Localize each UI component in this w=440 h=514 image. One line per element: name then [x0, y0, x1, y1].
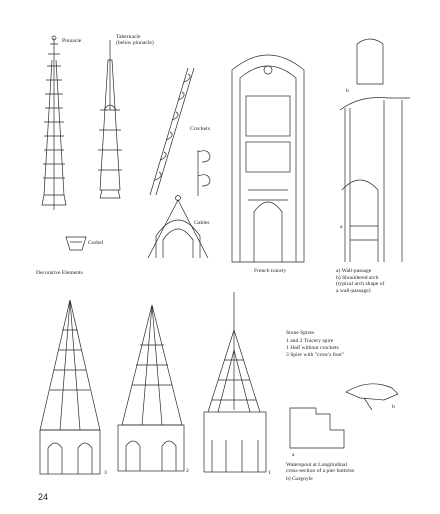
corbel-drawing	[65, 236, 87, 251]
label-small-b: b	[346, 88, 349, 94]
label-pinnacle: Pinnacle	[62, 38, 82, 44]
label-spire-num-1: 1	[268, 470, 271, 476]
label-waterspout: Waterspout at Longitudinal cross-section…	[286, 462, 355, 475]
label-crockets: Crockets	[190, 126, 210, 132]
page-number: 24	[38, 492, 49, 502]
label-wg-b: b	[392, 404, 395, 410]
crockets-drawing	[149, 67, 195, 196]
label-wg-a: a	[292, 452, 295, 458]
spire-crows-foot	[203, 292, 267, 473]
label-stone-spires-3: 3 Spire with "crow's foot"	[286, 352, 345, 358]
french-tracery-drawing	[231, 54, 305, 263]
label-stone-spires-1: 1 and 2 Tracery spire	[286, 338, 334, 344]
label-wall-passage: a) Wall-passage	[336, 268, 372, 274]
gable-drawing	[147, 195, 209, 259]
label-stone-spires-title: Stone Spires	[286, 330, 315, 336]
label-gables: Gables	[194, 220, 210, 226]
label-gargoyle: b) Gargoyle	[286, 476, 313, 482]
spire-tracery-left	[39, 299, 101, 475]
pinnacle-drawing	[41, 35, 67, 210]
tabernacle-drawing	[98, 40, 122, 199]
label-stone-spires-2: 1 Half without crockets	[286, 345, 339, 351]
label-decorative-elements: Decorative Elements	[36, 270, 83, 276]
spire-tracery-middle	[117, 304, 185, 472]
waterspout-drawing	[289, 383, 399, 449]
label-shouldered-arch: b) Shouldered arch (typical arch shape o…	[336, 275, 385, 294]
wall-passage-drawing	[339, 38, 410, 262]
label-spire-num-3: 3	[104, 470, 107, 476]
crocket-detail-drawing	[197, 150, 211, 196]
label-corbel: Corbel	[88, 240, 104, 246]
label-small-a: a	[340, 224, 343, 230]
label-french-tracery: French tracery	[254, 268, 287, 274]
label-spire-num-2: 2	[186, 468, 189, 474]
label-tabernacle: Tabernacle (below pinnacle)	[116, 34, 154, 47]
